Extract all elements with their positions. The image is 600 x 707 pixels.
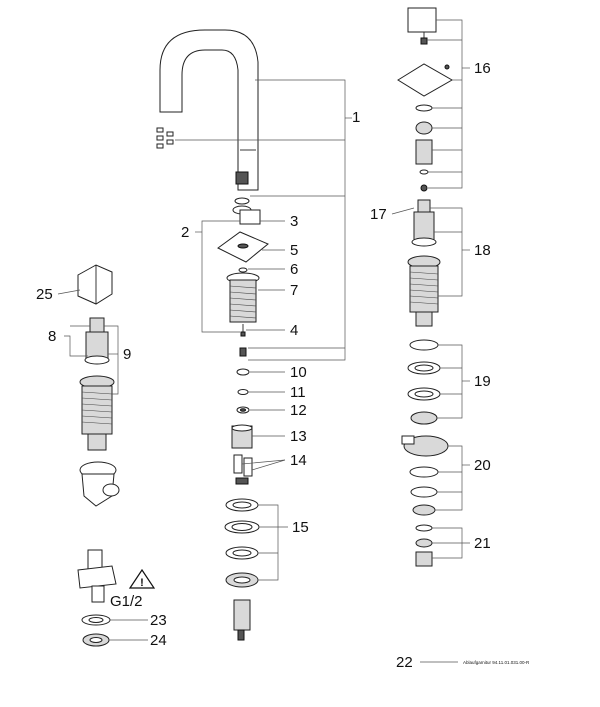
escutcheon-assembly <box>217 209 269 337</box>
callout-5: 5 <box>290 242 298 259</box>
callout-4: 4 <box>290 322 298 339</box>
callout-22: 22 <box>396 654 413 671</box>
callout-2: 2 <box>181 224 189 241</box>
callout-18: 18 <box>474 242 491 259</box>
callout-16: 16 <box>474 60 491 77</box>
callout-11: 11 <box>290 384 306 401</box>
warning-symbol: ! <box>140 577 144 589</box>
callout-24: 24 <box>150 632 167 649</box>
callout-14: 14 <box>290 452 307 469</box>
callout-3: 3 <box>290 213 298 230</box>
left-handle-assembly <box>77 264 120 507</box>
callout-25: 25 <box>36 286 53 303</box>
thread-spec-label: G1/2 <box>110 593 143 610</box>
callout-7: 7 <box>290 282 298 299</box>
spout-assembly <box>156 29 259 215</box>
callout-1: 1 <box>352 109 360 126</box>
callout-19: 19 <box>474 373 491 390</box>
callout-21: 21 <box>474 535 491 552</box>
callout-10: 10 <box>290 364 307 381</box>
callout-numbers: 1 2 3 4 5 6 7 8 9 10 11 12 13 14 15 16 1… <box>36 60 491 671</box>
warning-triangle-icon: ! <box>128 568 156 589</box>
callout-6: 6 <box>290 261 298 278</box>
callout-17: 17 <box>370 206 387 223</box>
document-code: Ablaufgarnitur 94.11.01.031.00-R <box>463 660 530 665</box>
callout-23: 23 <box>150 612 167 629</box>
callout-12: 12 <box>290 402 307 419</box>
callout-20: 20 <box>474 457 491 474</box>
hose-ends <box>156 127 174 149</box>
callout-8: 8 <box>48 328 56 345</box>
callout-15: 15 <box>292 519 309 536</box>
callout-13: 13 <box>290 428 307 445</box>
leader-lines <box>57 19 470 663</box>
right-handle-assembly <box>397 7 454 567</box>
connector-assembly <box>77 549 117 647</box>
callout-9: 9 <box>123 346 131 363</box>
